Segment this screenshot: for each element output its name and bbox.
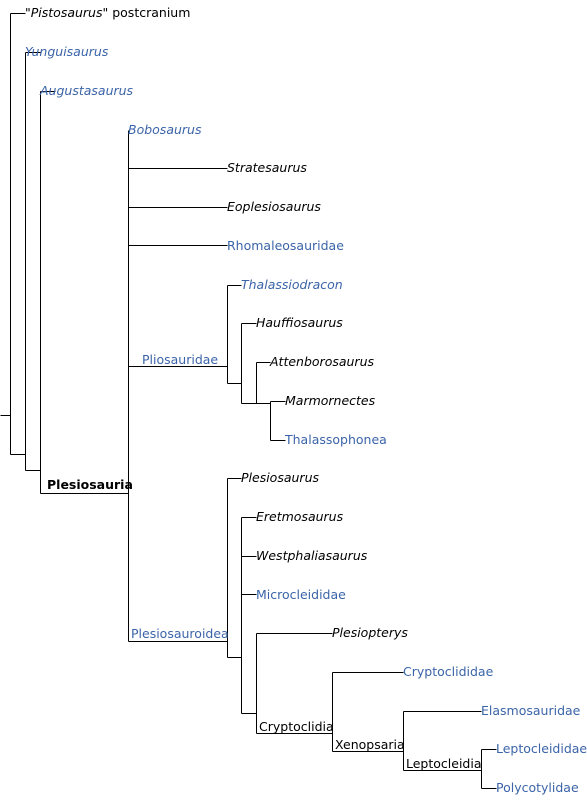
taxon-plesiosaurus: Plesiosaurus: [241, 470, 320, 485]
taxon-eretmosaurus: Eretmosaurus: [256, 509, 344, 524]
taxon-cryptoclididae[interactable]: Cryptoclididae: [403, 664, 494, 679]
taxon-augustasaurus[interactable]: Augustasaurus: [40, 83, 134, 98]
taxon-hauffiosaurus: Hauffiosaurus: [256, 315, 343, 330]
taxon-plesiopterys: Plesiopterys: [332, 625, 408, 640]
clade-pliosauridae[interactable]: Pliosauridae: [142, 352, 219, 367]
clade-plesiosauroidea[interactable]: Plesiosauroidea: [131, 626, 229, 641]
taxon-microcleididae[interactable]: Microcleididae: [256, 587, 346, 602]
clade-leptocleidia: Leptocleidia: [406, 756, 482, 771]
taxon-bobosaurus[interactable]: Bobosaurus: [128, 122, 202, 137]
taxon-yunguisaurus[interactable]: Yunguisaurus: [25, 44, 109, 59]
taxon-leptocleididae[interactable]: Leptocleididae: [496, 741, 587, 756]
clade-xenopsaria: Xenopsaria: [335, 737, 405, 752]
taxon-polycotylidae[interactable]: Polycotylidae: [496, 780, 579, 795]
taxon-elasmosauridae[interactable]: Elasmosauridae: [481, 703, 581, 718]
taxon-marmornectes: Marmornectes: [285, 393, 376, 408]
taxon-eoplesiosaurus: Eoplesiosaurus: [227, 199, 321, 214]
pistosaurus-quote-open: ": [25, 5, 31, 20]
clade-plesiosauria: Plesiosauria: [47, 477, 133, 492]
taxon-westphaliasaurus: Westphaliasaurus: [256, 548, 368, 563]
pistosaurus-suffix: " postcranium: [102, 5, 191, 20]
taxon-pistosaurus-postcranium: "Pistosaurus" postcranium: [25, 5, 190, 21]
taxon-stratesaurus: Stratesaurus: [227, 160, 307, 175]
taxon-attenborosaurus: Attenborosaurus: [270, 354, 375, 369]
clade-cryptoclidia: Cryptoclidia: [259, 719, 334, 734]
taxon-thalassiodracon[interactable]: Thalassiodracon: [241, 277, 343, 292]
taxon-thalassophonea[interactable]: Thalassophonea: [285, 432, 387, 447]
taxon-rhomaleosauridae[interactable]: Rhomaleosauridae: [227, 238, 344, 253]
pistosaurus-name: Pistosaurus: [30, 5, 103, 20]
